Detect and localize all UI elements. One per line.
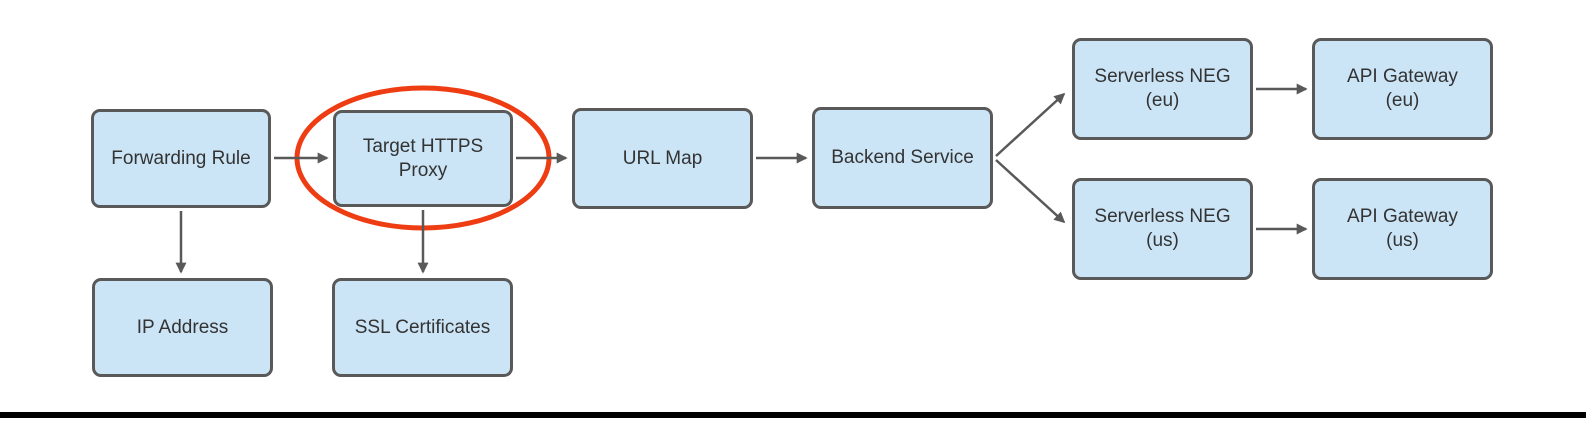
node-target-https-proxy: Target HTTPS Proxy bbox=[333, 110, 513, 207]
node-label: Serverless NEG bbox=[1094, 206, 1231, 227]
node-forwarding-rule: Forwarding Rule bbox=[91, 109, 271, 208]
node-label: Forwarding Rule bbox=[111, 147, 251, 169]
node-label: (eu) bbox=[1145, 90, 1180, 111]
node-label: Serverless NEG bbox=[1094, 66, 1231, 87]
node-label: Target HTTPS bbox=[362, 135, 484, 157]
node-label: API Gateway bbox=[1347, 66, 1458, 87]
node-api-gateway-us: API Gateway (us) bbox=[1312, 178, 1493, 280]
node-ssl-certificates: SSL Certificates bbox=[332, 278, 513, 377]
node-label: Proxy bbox=[398, 159, 448, 181]
window-bottom-border bbox=[0, 412, 1586, 418]
node-label: Backend Service bbox=[831, 147, 974, 168]
node-api-gateway-eu: API Gateway (eu) bbox=[1312, 38, 1493, 140]
node-label: (eu) bbox=[1385, 90, 1420, 111]
edge-backend-service-to-serverless-neg-us bbox=[995, 159, 1066, 224]
node-label: (us) bbox=[1386, 230, 1419, 251]
node-serverless-neg-us: Serverless NEG (us) bbox=[1072, 178, 1253, 280]
node-label: API Gateway bbox=[1347, 206, 1458, 227]
node-label: IP Address bbox=[136, 316, 229, 338]
node-ip-address: IP Address bbox=[92, 278, 273, 377]
node-label: URL Map bbox=[622, 147, 703, 169]
node-url-map: URL Map bbox=[572, 108, 753, 209]
node-serverless-neg-eu: Serverless NEG (eu) bbox=[1072, 38, 1253, 140]
node-label: SSL Certificates bbox=[354, 316, 491, 338]
node-backend-service: Backend Service bbox=[812, 107, 993, 209]
node-label: (us) bbox=[1146, 230, 1179, 251]
edge-backend-service-to-serverless-neg-eu bbox=[995, 92, 1066, 157]
